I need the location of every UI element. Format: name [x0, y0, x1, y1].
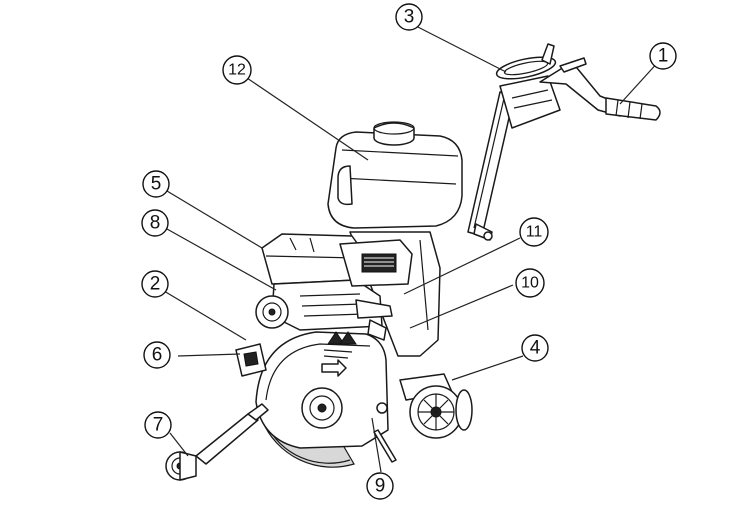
- callout-9-label: 9: [375, 476, 386, 497]
- callout-8-label: 8: [150, 213, 161, 234]
- engine: [255, 233, 413, 341]
- callout-4: 4: [521, 334, 549, 362]
- callout-11: 11: [519, 217, 549, 247]
- callout-4-label: 4: [530, 338, 541, 359]
- callout-7-label: 7: [153, 415, 164, 436]
- callout-1-label: 1: [658, 46, 669, 67]
- blade-guard: [255, 331, 397, 468]
- blade-shaft-bracket: [235, 343, 267, 377]
- callout-9: 9: [366, 472, 394, 500]
- rear-wheel: [399, 373, 473, 439]
- callout-10: 10: [515, 268, 545, 298]
- callout-2-label: 2: [150, 274, 161, 295]
- callout-10-label: 10: [521, 275, 539, 292]
- callout-11-label: 11: [526, 224, 543, 241]
- callout-6-label: 6: [152, 345, 163, 366]
- callout-8: 8: [141, 209, 169, 237]
- callout-12: 12: [222, 55, 252, 85]
- callout-2: 2: [141, 270, 169, 298]
- leader-lines: [163, 23, 661, 473]
- callout-5: 5: [142, 170, 170, 198]
- water-tank: [327, 121, 463, 229]
- front-pointer: [165, 403, 269, 481]
- callout-1: 1: [649, 42, 677, 70]
- handle-assembly: [467, 43, 661, 241]
- callout-3-label: 3: [404, 7, 415, 28]
- callout-5-label: 5: [151, 174, 162, 195]
- callout-3: 3: [395, 3, 423, 31]
- callout-7: 7: [144, 411, 172, 439]
- callout-6: 6: [143, 341, 171, 369]
- callout-12-label: 12: [228, 62, 246, 79]
